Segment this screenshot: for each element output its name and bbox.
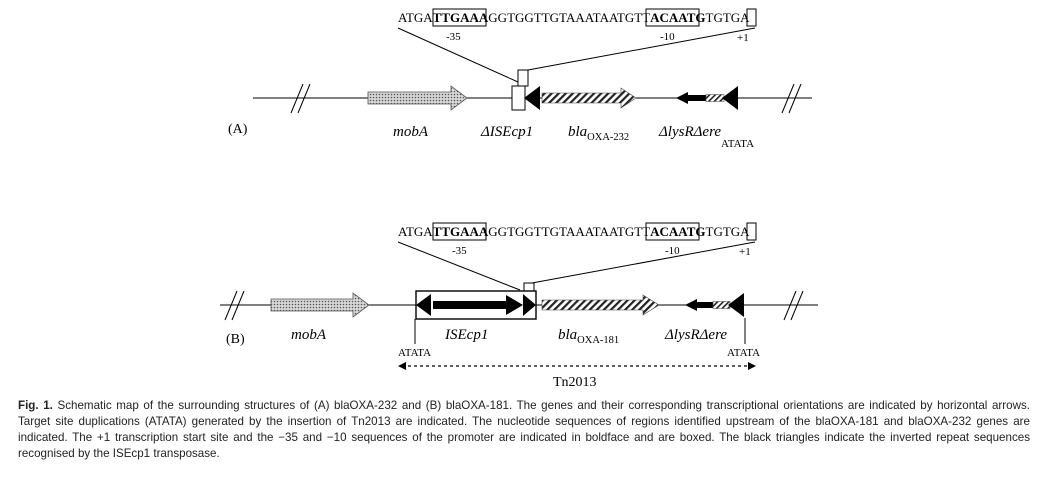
bla-oxa232-label: blaOXA-232: [568, 124, 629, 143]
break-marks-b: [224, 290, 804, 321]
lysr-ere-label-b: ΔlysRΔere: [664, 327, 727, 343]
label-minus10-b: -10: [665, 245, 680, 257]
delta-isecp1-label: ΔISEcp1: [480, 124, 533, 140]
callout-line-right-b: [531, 241, 756, 284]
ir-triangle-b-inner: [523, 294, 536, 316]
isecp1-label: ISEcp1: [444, 327, 488, 343]
promoter-marker-b: [523, 282, 535, 292]
lysR-arrow-a: [676, 92, 706, 104]
ir-triangle-a-left: [524, 86, 540, 110]
figure-caption: Fig. 1. Schematic map of the surrounding…: [18, 398, 1030, 462]
tsd-left-b: ATATA: [398, 347, 431, 359]
promoter-marker-a: [517, 69, 529, 87]
bla-oxa232-arrow: [541, 87, 637, 109]
minus35-box-b: [432, 222, 487, 241]
ir-triangle-b-left: [416, 294, 431, 316]
ere-fragment-b: [712, 301, 731, 309]
minus35-box: [432, 8, 487, 27]
callout-line-left: [397, 27, 519, 83]
label-minus35: -35: [446, 31, 461, 43]
mobA-arrow-a: [367, 85, 468, 111]
figure-diagram: ATGATTGAAAGGTGGTTGTAAATAATGTTACAATGTGTGA…: [220, 8, 818, 390]
svg-text:ATGATTGAAAGGTGGTTGTAAATAATGTTA: ATGATTGAAAGGTGGTTGTAAATAATGTTACAATGTGTGA: [398, 10, 750, 25]
break-marks-a: [290, 83, 802, 114]
mobA-arrow-b: [270, 292, 370, 318]
panel-b: ATGATTGAAAGGTGGTTGTAAATAATGTTACAATGTGTGA…: [220, 222, 818, 390]
tsd-right-b: ATATA: [727, 347, 760, 359]
bla-oxa181-arrow: [541, 294, 660, 316]
bla-oxa181-label: blaOXA-181: [558, 327, 619, 346]
minus10-box: [645, 8, 700, 27]
tsd-right-a: ATATA: [721, 138, 754, 150]
caption-text: Schematic map of the surrounding structu…: [18, 399, 1030, 460]
plus1-box: [746, 8, 757, 27]
ere-fragment-a: [705, 94, 725, 102]
isecp1-arrow: [433, 295, 523, 315]
panel-b-label: (B): [226, 332, 245, 347]
callout-line-left-b: [397, 241, 521, 291]
panel-a-label: (A): [228, 122, 248, 137]
svg-text:ATGATTGAAAGGTGGTTGTAAATAATGTTA: ATGATTGAAAGGTGGTTGTAAATAATGTTACAATGTGTGA: [398, 224, 750, 239]
panel-a: ATGATTGAAAGGTGGTTGTAAATAATGTTACAATGTGTGA…: [228, 8, 812, 150]
label-plus1-b: +1: [739, 246, 751, 258]
panel-b-sequence: ATGATTGAAAGGTGGTTGTAAATAATGTTACAATGTGTGA…: [397, 222, 757, 291]
tn2013-arrowhead-right: [748, 362, 756, 370]
tn2013-label: Tn2013: [553, 375, 597, 390]
lysr-ere-label-a: ΔlysRΔere: [658, 124, 721, 140]
caption-fig-label: Fig. 1.: [18, 399, 53, 412]
label-minus10: -10: [660, 31, 675, 43]
panel-a-sequence: ATGATTGAAAGGTGGTTGTAAATAATGTTACAATGTGTGA…: [397, 8, 757, 83]
delta-isecp1-box: [511, 85, 526, 111]
label-minus35-b: -35: [452, 245, 467, 257]
callout-line-right: [527, 27, 756, 71]
mobA-label-b: mobA: [291, 327, 327, 343]
plus1-box-b: [746, 222, 757, 241]
ir-triangle-b-right: [728, 293, 744, 317]
minus10-box-b: [645, 222, 700, 241]
lysR-arrow-b: [685, 299, 713, 311]
ir-triangle-a-right: [722, 86, 738, 110]
mobA-label-a: mobA: [393, 124, 429, 140]
tn2013-arrowhead-left: [398, 362, 406, 370]
label-plus1: +1: [737, 32, 749, 44]
